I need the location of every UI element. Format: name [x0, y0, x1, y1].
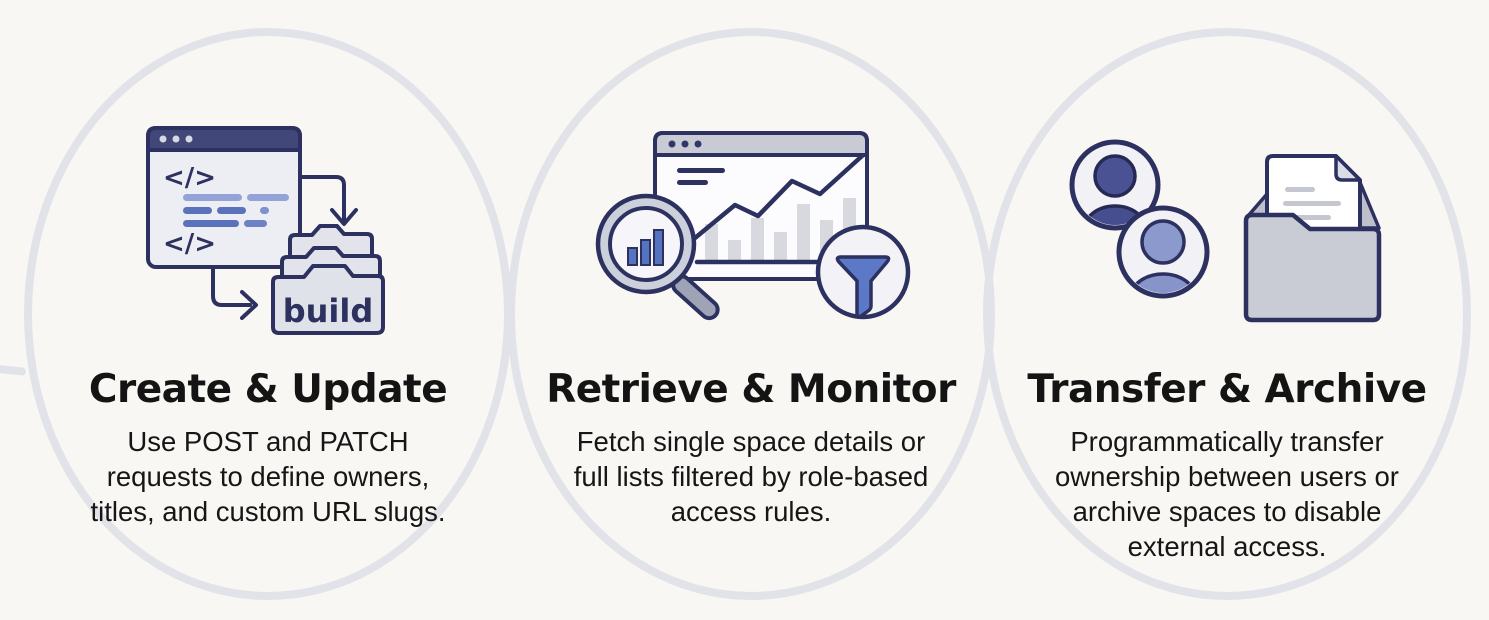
- code-window-icon: </> </>: [146, 126, 302, 269]
- window-dot: [172, 135, 180, 143]
- code-glyph: </>: [163, 163, 216, 193]
- magnifier-icon: [595, 193, 720, 321]
- window-dot: [185, 135, 193, 143]
- card-body: Use POST and PATCH requests to define ow…: [90, 426, 446, 527]
- page-fold: [1334, 154, 1362, 182]
- filter-icon: [815, 224, 911, 320]
- build-folder-label: build: [283, 292, 374, 330]
- text-line: [677, 180, 708, 185]
- window-dot: [694, 140, 702, 148]
- folder-flap: [1246, 192, 1269, 218]
- window-dot: [159, 135, 167, 143]
- user-avatar-icon: [1116, 205, 1210, 299]
- arrow-right-icon: [211, 265, 258, 320]
- archive-folder-icon: [1243, 154, 1382, 323]
- window-titlebar: [653, 131, 869, 157]
- card-body: Fetch single space details or full lists…: [573, 426, 929, 527]
- window-dot: [681, 140, 689, 148]
- build-folder-stack-icon: build: [271, 224, 385, 335]
- create-update-icon: </> </>: [146, 126, 385, 335]
- mini-bar-chart-icon: [627, 229, 664, 266]
- code-lines: [183, 194, 289, 227]
- card-body: Programmatically transfer ownership betw…: [1055, 426, 1399, 562]
- user-avatar-icon: [1069, 139, 1161, 231]
- card-ring-3: [983, 28, 1471, 600]
- retrieve-monitor-icon: [595, 131, 911, 321]
- line-chart-icon: [692, 153, 865, 241]
- edge-arc-fragment: [0, 364, 27, 376]
- card-title: Create & Update: [88, 367, 448, 412]
- arrow-down-icon: [298, 175, 358, 226]
- analytics-window-icon: [653, 131, 869, 281]
- text-line: [677, 168, 725, 173]
- transfer-archive-icon: [1069, 139, 1382, 323]
- window-dot: [668, 140, 676, 148]
- code-glyph: </>: [163, 229, 216, 259]
- card-title: Transfer & Archive: [1027, 367, 1427, 412]
- window-titlebar: [146, 126, 302, 152]
- card-title: Retrieve & Monitor: [546, 367, 956, 412]
- folder-front: [1243, 212, 1382, 323]
